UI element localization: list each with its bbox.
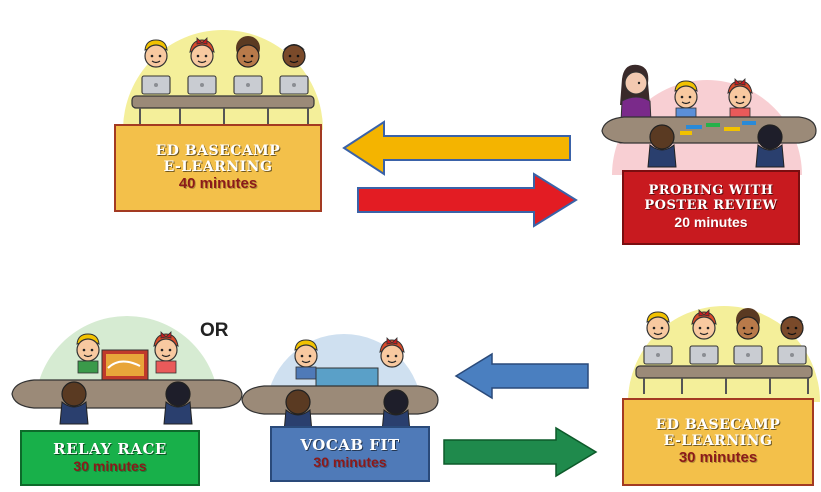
elearning-top-scene (118, 20, 328, 130)
probing-title-2: POSTER REVIEW (644, 198, 778, 214)
classroom-laptops-illustration-2 (628, 306, 820, 402)
blue-left-arrow (454, 352, 589, 400)
classroom-laptops-illustration (123, 30, 323, 130)
vocab-scene (240, 308, 440, 438)
vocab-title: VOCAB FIT (300, 435, 400, 454)
elearning-top-title-1: ED BASECAMP (155, 142, 281, 159)
elearning-bottom-title-2: E-LEARNING (663, 433, 773, 449)
relay-duration: 30 minutes (73, 458, 147, 475)
probing-scene (594, 55, 821, 175)
vocab-duration: 30 minutes (313, 454, 387, 471)
elearning-top-title-2: E-LEARNING (163, 159, 273, 175)
probing-duration: 20 minutes (674, 214, 748, 231)
probing-title-1: PROBING WITH (648, 183, 774, 199)
probing-label: PROBING WITH POSTER REVIEW 20 minutes (622, 170, 800, 245)
yellow-left-arrow (342, 120, 571, 176)
vocab-label: VOCAB FIT 30 minutes (270, 426, 430, 482)
or-label: OR (200, 320, 229, 341)
green-right-arrow (443, 426, 598, 478)
elearning-bottom-duration: 30 minutes (678, 449, 758, 467)
elearning-bottom-scene (624, 286, 821, 402)
red-right-arrow (357, 172, 578, 228)
vocab-group-illustration (241, 334, 439, 433)
relay-title: RELAY RACE (53, 439, 167, 458)
elearning-top-duration: 40 minutes (178, 175, 258, 193)
relay-scene (10, 298, 245, 438)
relay-group-illustration (11, 316, 243, 425)
elearning-top-label: ED BASECAMP E-LEARNING 40 minutes (114, 124, 322, 212)
elearning-bottom-title-1: ED BASECAMP (655, 416, 781, 433)
relay-label: RELAY RACE 30 minutes (20, 430, 200, 486)
elearning-bottom-label: ED BASECAMP E-LEARNING 30 minutes (622, 398, 814, 486)
teacher-group-illustration (601, 64, 817, 175)
